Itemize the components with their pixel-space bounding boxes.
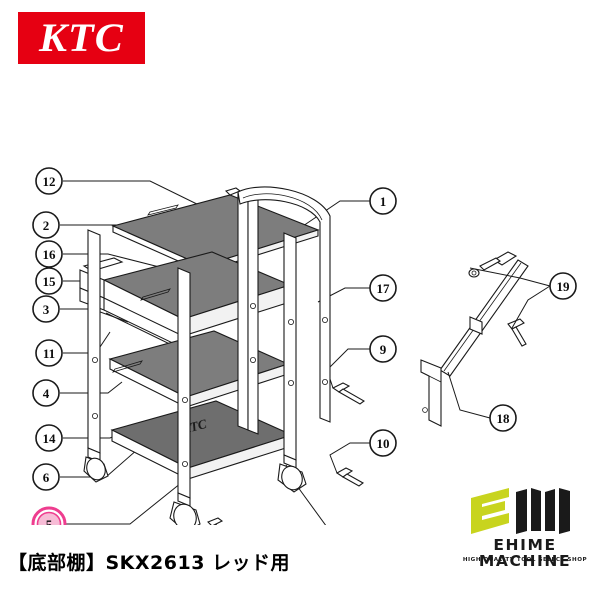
callout-6-label: 6 <box>43 470 50 485</box>
part-caption: 【底部棚】SKX2613 レッド用 <box>8 552 291 574</box>
diagram-canvas: .ln { stroke:#1a1a1a; stroke-width:1; fi… <box>31 167 577 525</box>
callout-19[interactable]: 19 <box>549 272 577 300</box>
caption-bar: 【底部棚】SKX2613 レッド用 <box>0 528 600 600</box>
callout-16[interactable]: 16 <box>35 240 63 268</box>
callout-14[interactable]: 14 <box>35 424 63 452</box>
callout-bubbles: 12 2 16 15 3 <box>31 167 577 525</box>
callout-4-label: 4 <box>43 386 50 401</box>
callout-17[interactable]: 17 <box>369 274 397 302</box>
callout-11[interactable]: 11 <box>35 339 63 367</box>
callout-4[interactable]: 4 <box>32 379 60 407</box>
handle-rail-subassembly <box>420 251 551 427</box>
ehime-machine-name: EHIME MACHINE <box>478 536 572 570</box>
callout-15[interactable]: 15 <box>35 267 63 295</box>
callout-15-label: 15 <box>43 274 57 289</box>
callout-11-label: 11 <box>43 346 55 361</box>
cart-bottom-shelf: KTC <box>110 400 294 480</box>
cart-casters <box>83 447 307 525</box>
ehime-machine-logo: EHIME MACHINE HIGH QUALITY TOOL SELECT S… <box>455 486 595 578</box>
em-monogram-icon <box>471 488 570 534</box>
callout-5-highlighted[interactable]: 5 <box>31 506 67 525</box>
callout-10[interactable]: 10 <box>369 429 397 457</box>
ehime-machine-tagline: HIGH QUALITY TOOL SELECT SHOP <box>462 557 588 563</box>
ktc-logo-text: KTC <box>39 15 124 60</box>
callout-18-label: 18 <box>497 411 511 426</box>
callout-2[interactable]: 2 <box>32 211 60 239</box>
callout-9[interactable]: 9 <box>369 335 397 363</box>
callout-18[interactable]: 18 <box>489 404 517 432</box>
callout-16-label: 16 <box>43 247 57 262</box>
callout-3[interactable]: 3 <box>32 295 60 323</box>
callout-1-label: 1 <box>380 194 387 209</box>
callout-1[interactable]: 1 <box>369 187 397 215</box>
callout-10-label: 10 <box>377 436 390 451</box>
exploded-parts-diagram: .ln { stroke:#1a1a1a; stroke-width:1; fi… <box>0 70 600 525</box>
callout-9-label: 9 <box>380 342 387 357</box>
callout-12-label: 12 <box>43 174 56 189</box>
cart-middle-shelf <box>108 330 290 408</box>
callout-19-label: 19 <box>557 279 571 294</box>
callout-12[interactable]: 12 <box>35 167 63 195</box>
callout-2-label: 2 <box>43 218 50 233</box>
ktc-brand-logo: KTC <box>18 12 145 64</box>
callout-14-label: 14 <box>43 431 57 446</box>
cart-frame <box>87 186 331 499</box>
callout-5-label: 5 <box>46 517 53 525</box>
callout-17-label: 17 <box>377 281 391 296</box>
loose-hardware-parts <box>207 382 365 525</box>
callout-3-label: 3 <box>43 302 50 317</box>
callout-6[interactable]: 6 <box>32 463 60 491</box>
